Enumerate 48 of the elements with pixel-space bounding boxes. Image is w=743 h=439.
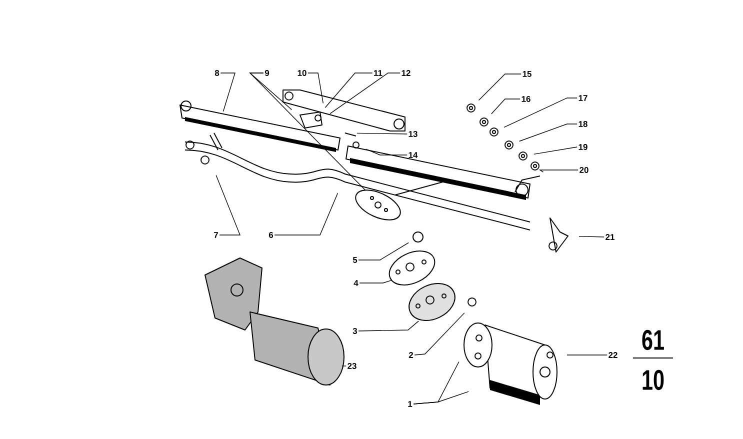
callout-number: 2 [408, 352, 414, 358]
leader-line [519, 124, 578, 142]
leader-line [324, 72, 373, 108]
callout-number: 13 [408, 131, 418, 137]
leader-line [534, 146, 578, 155]
callout-number: 9 [264, 70, 270, 76]
callout-number: 18 [578, 121, 588, 127]
leader-line [356, 132, 408, 134]
callout-number: 16 [522, 96, 530, 102]
callout-number: 12 [402, 70, 410, 76]
callout-number: 23 [348, 363, 356, 369]
callout-number: 15 [522, 71, 532, 77]
callout-number: 22 [608, 352, 618, 358]
callout-number: 11 [374, 70, 382, 76]
leader-line [504, 98, 578, 128]
leader-line [249, 72, 366, 190]
leader-line [249, 72, 292, 110]
leader-line [358, 242, 409, 260]
leader-line [216, 174, 241, 236]
leader-line [220, 72, 236, 112]
leader-line [413, 391, 469, 404]
callout-number: 8 [214, 70, 220, 76]
leader-line [491, 98, 520, 114]
callout-number: 4 [354, 280, 358, 286]
callout-number: 6 [268, 232, 274, 238]
callout-number: 21 [606, 234, 614, 240]
leader-line [308, 72, 324, 104]
leader-line [414, 312, 465, 356]
callout-number: 14 [408, 152, 418, 158]
leader-line [358, 320, 419, 332]
callout-number: 3 [352, 328, 358, 334]
leader-line [578, 236, 604, 238]
callout-number: 5 [352, 257, 358, 263]
callout-number: 19 [578, 144, 588, 150]
callout-number: 7 [214, 232, 218, 238]
section-number: 61 [642, 330, 664, 350]
leader-line [330, 72, 400, 114]
callout-number: 17 [578, 95, 588, 101]
callout-number: 1 [408, 401, 412, 407]
leader-line [538, 170, 578, 172]
leader-line [566, 354, 608, 356]
leader-line [478, 74, 522, 101]
callout-number: 20 [580, 167, 588, 173]
callout-number: 10 [298, 70, 306, 76]
leader-line [274, 192, 338, 236]
section-number: 10 [642, 370, 664, 390]
leader-line [366, 148, 408, 156]
leader-line [359, 280, 392, 284]
